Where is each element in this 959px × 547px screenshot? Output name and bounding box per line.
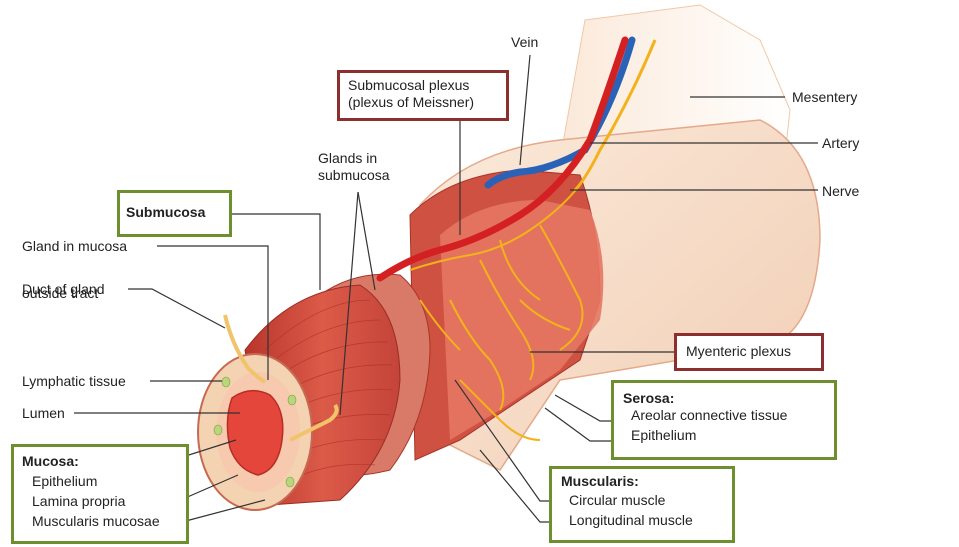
label-gland-in-mucosa: Gland in mucosa bbox=[22, 238, 127, 255]
mucosa-title: Mucosa: bbox=[22, 453, 178, 470]
mucosa-item-muscularis-mucosae: Muscularis mucosae bbox=[32, 513, 178, 530]
label-mesentery: Mesentery bbox=[792, 89, 857, 106]
box-submucosal-plexus: Submucosal plexus (plexus of Meissner) bbox=[337, 70, 509, 121]
muscularis-item-longitudinal: Longitudinal muscle bbox=[569, 512, 723, 529]
serosa-title: Serosa: bbox=[623, 390, 825, 407]
label-glands-in-submucosa: Glands in submucosa bbox=[318, 150, 390, 167]
serosa-item-epithelium: Epithelium bbox=[631, 427, 825, 444]
muscularis-title: Muscularis: bbox=[561, 473, 723, 490]
submucosal-plexus-line1: Submucosal plexus bbox=[348, 77, 498, 94]
muscularis-item-circular: Circular muscle bbox=[569, 492, 723, 509]
mucosa-item-lamina-propria: Lamina propria bbox=[32, 493, 178, 510]
label-artery: Artery bbox=[822, 135, 859, 152]
box-serosa: Serosa: Areolar connective tissue Epithe… bbox=[611, 380, 837, 460]
box-myenteric-plexus: Myenteric plexus bbox=[674, 333, 824, 371]
serosa-item-areolar: Areolar connective tissue bbox=[631, 407, 825, 424]
submucosal-plexus-line2: (plexus of Meissner) bbox=[348, 94, 498, 111]
box-mucosa: Mucosa: Epithelium Lamina propria Muscul… bbox=[11, 444, 189, 544]
box-muscularis: Muscularis: Circular muscle Longitudinal… bbox=[549, 466, 735, 543]
mucosa-item-epithelium: Epithelium bbox=[32, 473, 178, 490]
label-glands-line1: Glands in bbox=[318, 150, 377, 167]
submucosa-title: Submucosa bbox=[126, 204, 223, 221]
label-nerve: Nerve bbox=[822, 183, 859, 200]
myenteric-plexus-label: Myenteric plexus bbox=[686, 343, 812, 360]
label-lymphatic-tissue: Lymphatic tissue bbox=[22, 373, 126, 390]
box-submucosa: Submucosa bbox=[117, 190, 232, 237]
label-duct-of-gland: Duct of gland outside tract bbox=[22, 281, 98, 298]
label-lumen: Lumen bbox=[22, 405, 65, 422]
label-glands-line2: submucosa bbox=[318, 167, 390, 184]
label-duct-line2: outside tract bbox=[22, 285, 98, 302]
label-vein: Vein bbox=[511, 34, 538, 51]
